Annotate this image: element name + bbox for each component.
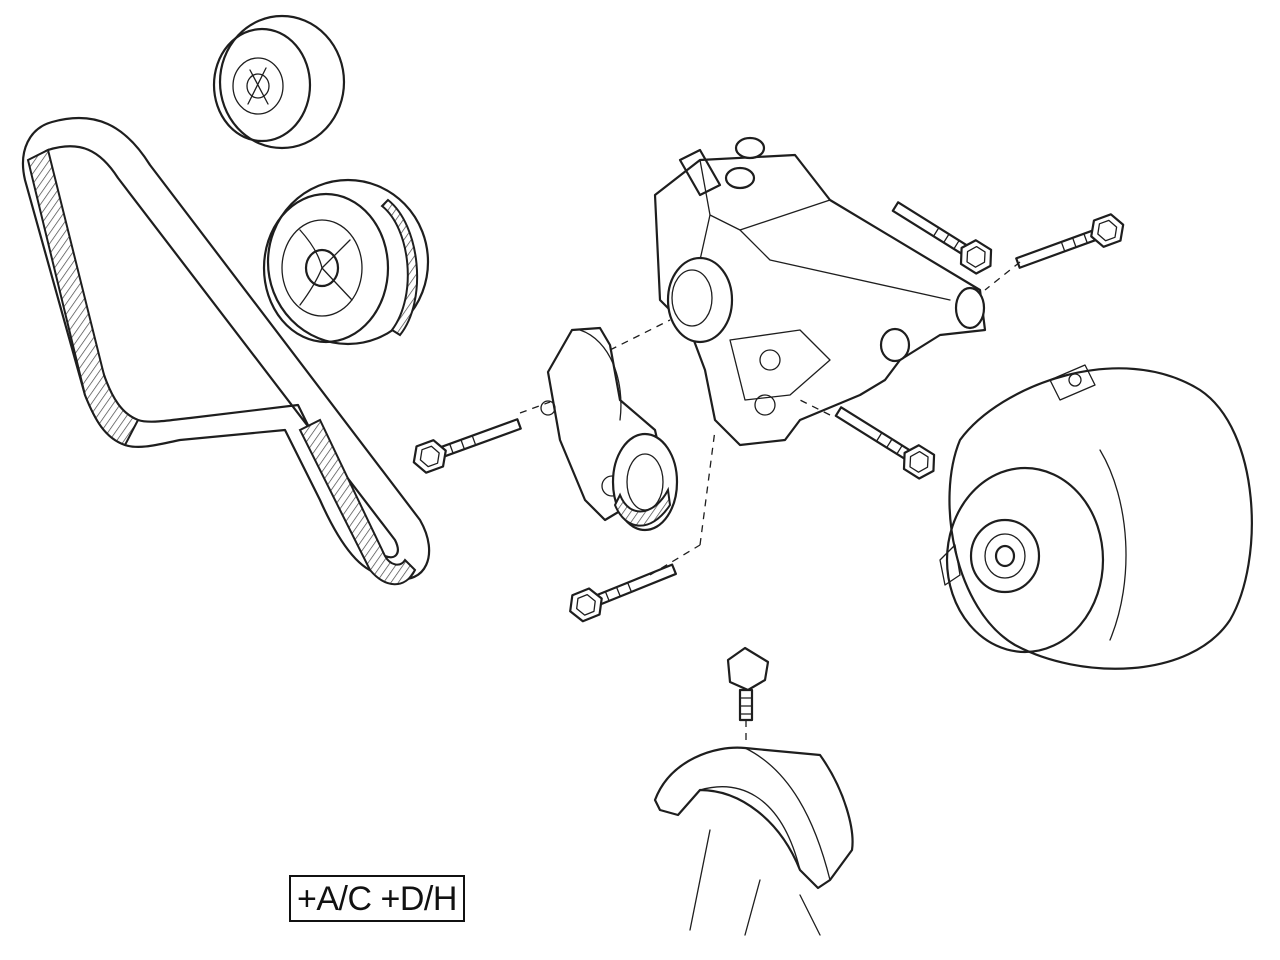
leader-lines <box>520 262 1020 575</box>
belt-guard-icon <box>655 648 853 935</box>
tensioner-bracket-icon <box>541 328 677 530</box>
drive-belt-icon <box>23 118 429 584</box>
option-label: +A/C +D/H <box>289 875 465 922</box>
alternator-icon <box>940 365 1252 669</box>
idler-pulley-icon <box>214 16 344 148</box>
mounting-bracket-icon <box>655 138 985 445</box>
tensioner-pulley-icon <box>264 180 428 344</box>
